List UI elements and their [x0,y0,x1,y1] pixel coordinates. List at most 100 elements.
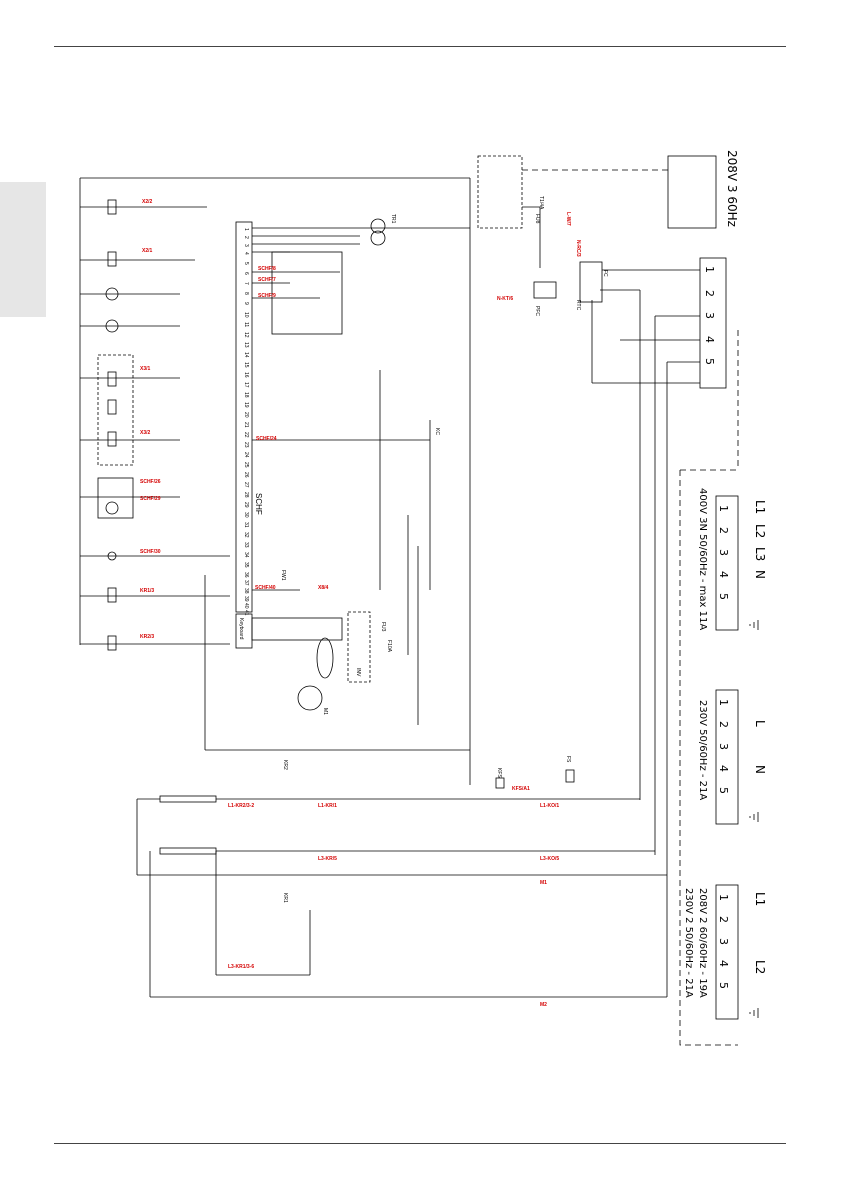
label-l1ko1: L1-KO/1 [540,803,559,809]
label-kr2: KR2 [282,760,288,770]
label-kfs-comp: KFS [496,768,502,778]
label-l3kr5: L3-KR/5 [318,856,337,862]
main-term-1: 1 [703,266,716,273]
label-l1kr23: L1-KR2/3-2 [228,803,254,809]
label-kfs: KFS/A1 [512,786,530,792]
pin-41: 41 [243,610,249,616]
pin-32: 32 [243,532,249,538]
terminal-box-x7 [477,155,523,229]
pin-30: 30 [243,512,249,518]
label-fu8: FU8 [534,214,540,224]
label-schf8: SCHF/8 [258,266,276,272]
terminal-block-400v [715,495,739,631]
supply-400v-rating: 400V 3N 50/60Hz - max 11A [697,488,708,630]
schf-pin-labels: 1 2 3 4 5 6 7 8 9 10 11 12 13 14 15 16 1… [243,228,249,616]
pin-23: 23 [243,442,249,448]
pin-35: 35 [243,562,249,568]
label-schf7: SCHF/7 [258,277,276,283]
label-motor-m1: M1 [322,708,328,715]
pin-7: 7 [243,282,249,285]
supply-2ph-rating-2: 208V 2 60/60Hz - 19A [697,888,708,998]
pin-19: 19 [243,402,249,408]
t400-2: 2 [717,527,730,534]
keyboard-cable [251,617,343,641]
keyboard-box [235,613,253,649]
top-rule [54,46,786,47]
pin-4: 4 [243,252,249,255]
label-m2: M2 [540,1002,547,1008]
t2ph-1: 1 [717,894,730,901]
label-m1: M1 [540,880,547,886]
label-f10a: F10A [386,640,392,653]
label-t14a: T1/4A [538,196,544,210]
inverter-box [347,611,371,683]
bottom-rule [54,1143,786,1144]
label-x21: X2/1 [142,248,153,254]
supply-400v-l1: L1 [753,500,767,514]
label-kc: KC [434,428,440,435]
door-switch-box [271,251,343,335]
label-schf30: SCHF/30 [140,549,161,555]
heater-box [97,354,134,466]
supply-400v-l2: L2 [753,524,767,538]
label-schf26: SCHF/26 [140,479,161,485]
label-schf9: SCHF/9 [258,293,276,299]
pin-3: 3 [243,244,249,247]
terminal-block-230v [715,689,739,825]
t230-2: 2 [717,721,730,728]
pin-21: 21 [243,422,249,428]
label-x22: X2/2 [142,199,153,205]
label-fu3: FU3 [380,622,386,632]
label-nkt6: N-KT/6 [497,296,513,302]
label-schf40: SCHF/40 [255,585,276,591]
pin-10: 10 [243,312,249,318]
main-terminal-numbers: 1 2 3 4 5 [703,266,716,365]
main-term-4: 4 [703,336,716,343]
pin-8: 8 [243,292,249,295]
supply-2ph-l2: L2 [753,960,767,974]
label-schf24: SCHF/24 [256,436,277,442]
pin-17: 17 [243,382,249,388]
t2ph-3: 3 [717,938,730,945]
t230-3: 3 [717,743,730,750]
t230-5: 5 [717,787,730,794]
label-lwx7: L-W/7 [565,212,571,226]
main-terminal-block [699,257,727,389]
fan-box [97,477,134,519]
pin-12: 12 [243,332,249,338]
t400-4: 4 [717,571,730,578]
label-x84: X8/4 [318,585,329,591]
label-l3kr136: L3-KR1/3-6 [228,964,254,970]
pin-9: 9 [243,302,249,305]
label-fs: FS [565,756,571,763]
transformer-icon [370,218,386,234]
supply-208v-rating: 208V 3 60Hz [725,150,739,227]
lamp-icon [107,551,117,561]
motor-icon [105,501,119,515]
label-inv: INV [355,668,361,677]
pin-25: 25 [243,462,249,468]
label-nrc3: N-RC/3 [575,240,581,257]
label-kr13: KR1/3 [140,588,154,594]
pin-27: 27 [243,482,249,488]
cable-shield-icon [316,637,334,679]
pin-18: 18 [243,392,249,398]
t400-1: 1 [717,505,730,512]
pin-33: 33 [243,542,249,548]
label-rtc: RTC [575,300,581,311]
label-fc: FC [602,270,608,277]
pin-36: 36 [243,572,249,578]
t2ph-2: 2 [717,916,730,923]
t2ph-4: 4 [717,960,730,967]
label-kr23: KR2/3 [140,634,154,640]
terminal-block-230v-2ph [715,884,739,1020]
t2ph-5: 5 [717,982,730,989]
pin-34: 34 [243,552,249,558]
fan-icon-2 [105,319,119,333]
pfc-box [533,281,557,299]
pin-5: 5 [243,262,249,265]
label-kr1: KR1 [282,893,288,903]
label-schf: SCHF [254,493,263,515]
pin-14: 14 [243,352,249,358]
supply-230v-n: N [753,765,767,774]
